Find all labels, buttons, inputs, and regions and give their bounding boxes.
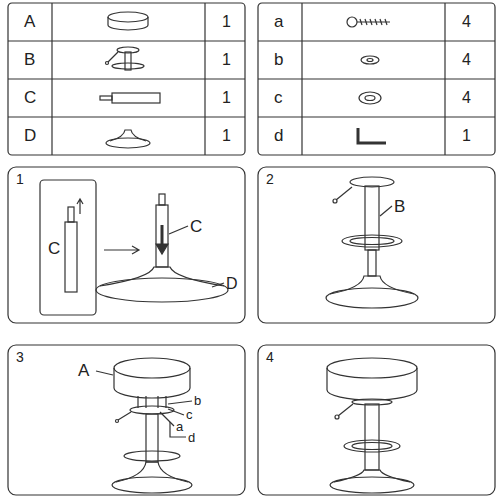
table-cell: 4 <box>462 90 471 106</box>
callout-label: 1 <box>16 172 24 186</box>
callout-label: D <box>226 276 238 292</box>
table-cell: c <box>274 89 283 106</box>
callout-label: B <box>394 198 405 215</box>
table-cell: D <box>24 127 36 144</box>
table-cell: 1 <box>222 90 231 106</box>
table-cell: a <box>274 13 283 30</box>
table-cell: 4 <box>462 14 471 30</box>
callout-label: b <box>194 394 201 407</box>
callout-label: C <box>190 218 202 235</box>
callout-label: d <box>188 431 195 444</box>
table-cell: C <box>24 89 36 106</box>
callout-label: 2 <box>266 172 274 186</box>
callout-label: 3 <box>16 350 24 364</box>
table-cell: 1 <box>222 128 231 144</box>
table-cell: B <box>24 51 35 68</box>
table-cell: b <box>274 51 283 68</box>
table-cell: 1 <box>222 14 231 30</box>
callout-label: 4 <box>266 350 274 364</box>
callout-label: c <box>186 408 193 421</box>
callout-label: C <box>48 240 60 257</box>
table-cell: 4 <box>462 52 471 68</box>
callout-label: A <box>78 362 89 379</box>
table-cell: 1 <box>222 52 231 68</box>
table-cell: d <box>274 127 283 144</box>
callout-label: a <box>176 420 183 433</box>
table-cell: 1 <box>462 128 471 144</box>
table-cell: A <box>24 13 35 30</box>
